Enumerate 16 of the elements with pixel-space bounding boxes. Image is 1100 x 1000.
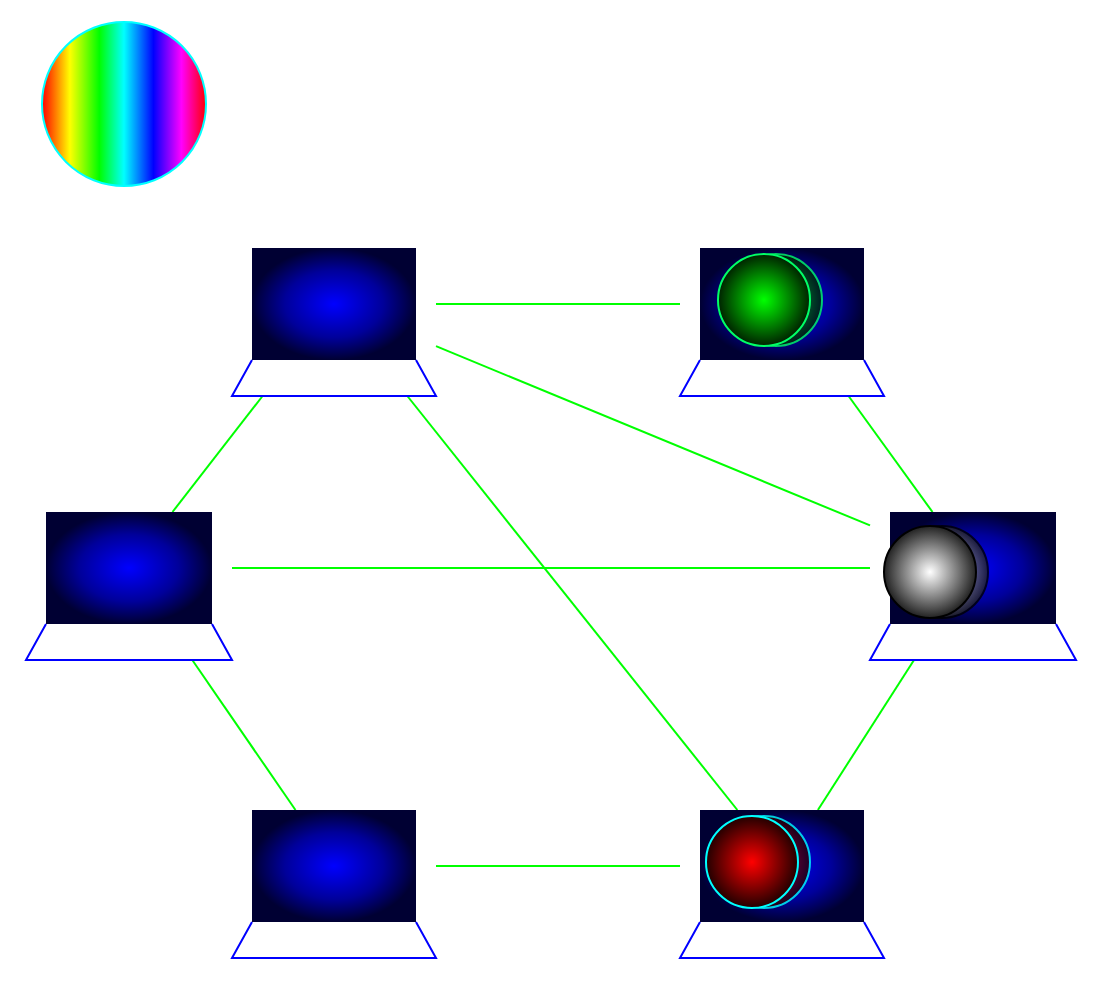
- laptop-icon: [26, 512, 232, 660]
- connector-line: [191, 659, 297, 811]
- connector-line: [435, 865, 681, 867]
- connector-line: [435, 345, 871, 527]
- gradient-circle: [40, 20, 208, 188]
- connector-line: [406, 395, 739, 811]
- laptop-icon: [232, 810, 436, 958]
- laptop-icon: [232, 248, 436, 396]
- laptop-icon: [680, 810, 884, 958]
- connector-line: [231, 567, 871, 569]
- connector-line: [435, 303, 681, 305]
- connector-line: [816, 659, 916, 811]
- connector-line: [847, 395, 934, 513]
- connector-line: [171, 395, 264, 513]
- laptop-icon: [680, 248, 884, 396]
- laptop-icon: [870, 512, 1076, 660]
